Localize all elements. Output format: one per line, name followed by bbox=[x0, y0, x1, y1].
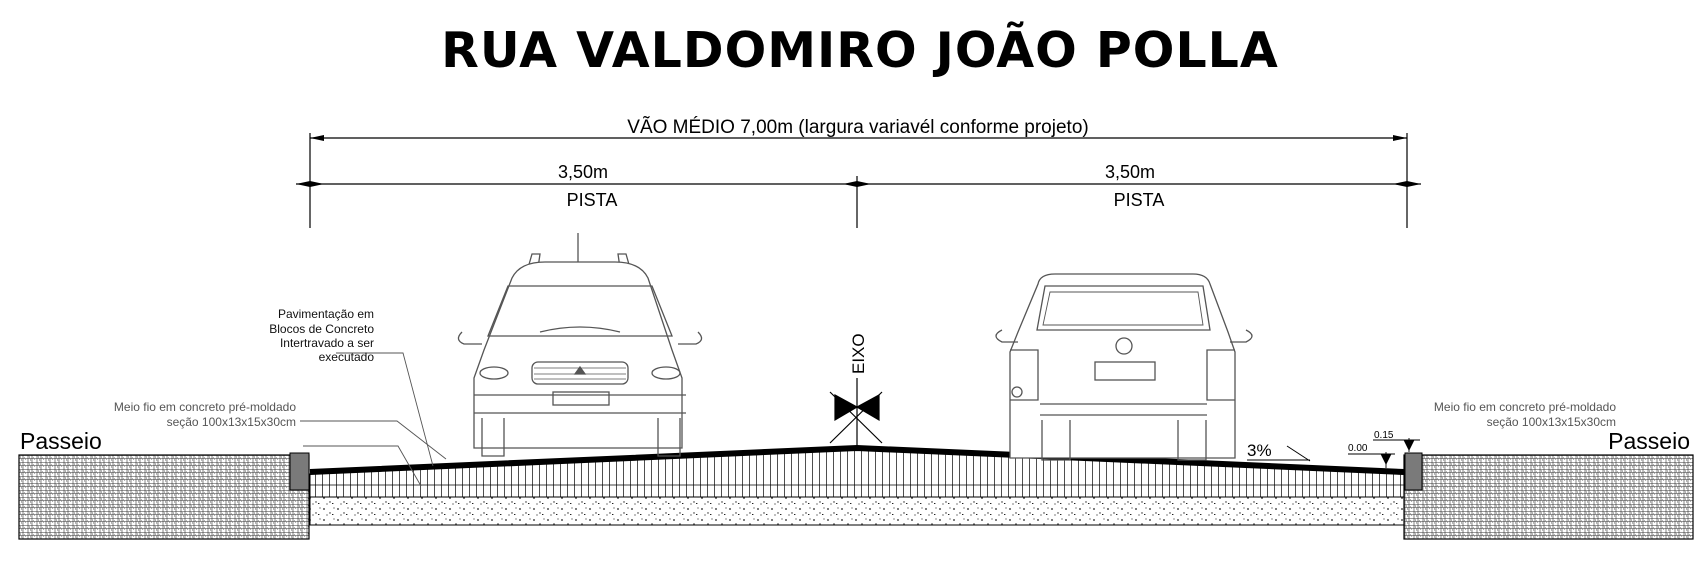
curb-left bbox=[289, 452, 310, 491]
car-rear-view bbox=[995, 273, 1253, 461]
dimension-arrows bbox=[296, 135, 1421, 187]
axis-marker bbox=[829, 378, 883, 448]
svg-text:seção 100x13x15x30cm: seção 100x13x15x30cm bbox=[1487, 415, 1616, 429]
svg-text:seção 100x13x15x30cm: seção 100x13x15x30cm bbox=[167, 415, 296, 429]
right-lane-label: PISTA bbox=[1114, 190, 1165, 210]
car-front-view bbox=[457, 233, 703, 457]
level-low-label: 0.00 bbox=[1348, 443, 1368, 454]
paver-blocks-layer bbox=[309, 449, 1405, 498]
drawing-title: RUA VALDOMIRO JOÃO POLLA bbox=[441, 22, 1279, 79]
svg-text:Meio fio em concreto pré-molda: Meio fio em concreto pré-moldado bbox=[1434, 400, 1616, 414]
left-lane-label: PISTA bbox=[567, 190, 618, 210]
right-lane-width: 3,50m bbox=[1105, 162, 1155, 182]
svg-text:Pavimentação em: Pavimentação em bbox=[278, 307, 374, 321]
leader-lines bbox=[300, 352, 447, 487]
axis-label: EIXO bbox=[849, 333, 868, 374]
gravel-base-layer bbox=[309, 496, 1405, 526]
svg-text:executado: executado bbox=[319, 350, 375, 364]
svg-text:Intertravado a ser: Intertravado a ser bbox=[280, 336, 374, 350]
curb-right bbox=[1404, 452, 1423, 491]
slope-arrow bbox=[1286, 445, 1311, 462]
sidewalk-right-label: Passeio bbox=[1608, 428, 1690, 454]
slope-label: 3% bbox=[1247, 441, 1272, 460]
left-lane-width: 3,50m bbox=[558, 162, 608, 182]
curb-right-note: Meio fio em concreto pré-moldado seção 1… bbox=[1434, 400, 1616, 429]
curb-left-note: Meio fio em concreto pré-moldado seção 1… bbox=[114, 400, 296, 429]
total-width-label: VÃO MÉDIO 7,00m (largura variavél confor… bbox=[627, 116, 1088, 138]
sidewalk-left-label: Passeio bbox=[20, 428, 102, 454]
svg-text:Meio fio em concreto pré-molda: Meio fio em concreto pré-moldado bbox=[114, 400, 296, 414]
sidewalk-right bbox=[1403, 454, 1694, 540]
level-high-label: 0.15 bbox=[1374, 430, 1394, 441]
svg-text:Blocos de Concreto: Blocos de Concreto bbox=[269, 322, 374, 336]
pavement-note: Pavimentação em Blocos de Concreto Inter… bbox=[269, 307, 374, 364]
dimension-lines bbox=[296, 133, 1421, 228]
sidewalk-left bbox=[18, 454, 310, 540]
level-marks bbox=[1348, 438, 1420, 468]
